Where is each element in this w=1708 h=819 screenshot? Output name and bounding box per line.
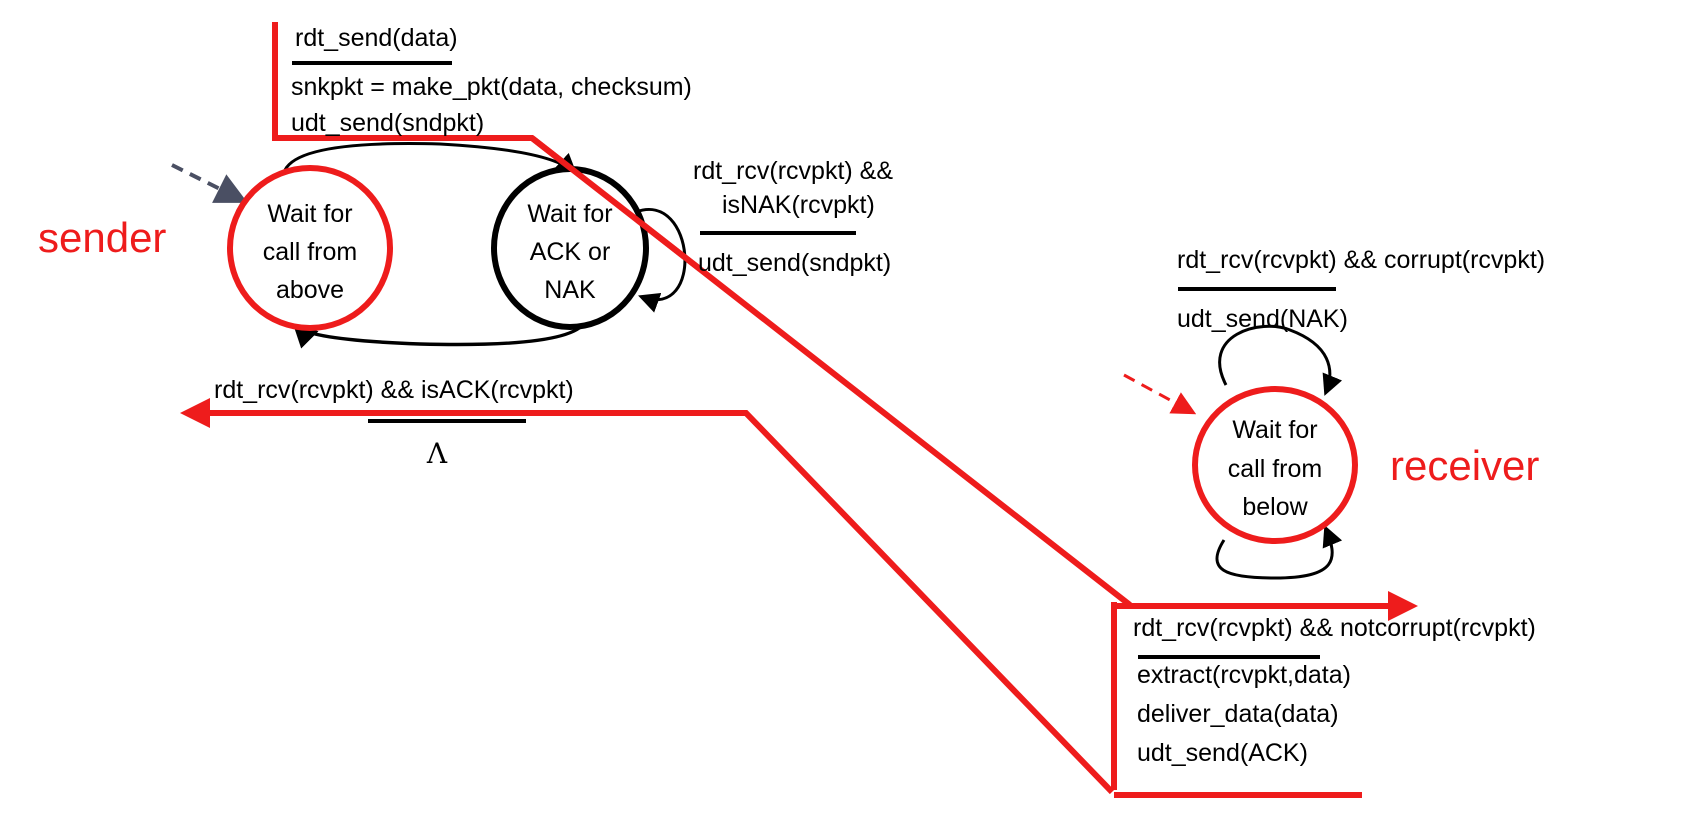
bottom-self-loop	[1215, 525, 1343, 580]
state-line: Wait for	[1232, 416, 1317, 444]
transition-event: rdt_rcv(rcvpkt) && notcorrupt(rcvpkt)	[1133, 614, 1536, 642]
transition-action: udt_send(ACK)	[1137, 739, 1308, 767]
transition-event: rdt_send(data)	[295, 24, 458, 52]
transition-rdt-send: rdt_send(data) snkpkt = make_pkt(data, c…	[291, 24, 692, 137]
initial-arrow-receiver	[1123, 373, 1197, 415]
transition-action: Λ	[426, 437, 448, 470]
transition-action: snkpkt = make_pkt(data, checksum)	[291, 73, 692, 101]
state-line: Wait for	[527, 200, 612, 228]
highlight-path-ack	[180, 398, 1115, 795]
state-wait-ack-or-nak: Wait for ACK or NAK	[491, 166, 649, 330]
state-line: call from	[1228, 455, 1322, 483]
transition-action: udt_send(sndpkt)	[291, 109, 484, 137]
transition-ack: rdt_rcv(rcvpkt) && isACK(rcvpkt) Λ	[214, 376, 574, 470]
transition-notcorrupt: rdt_rcv(rcvpkt) && notcorrupt(rcvpkt) ex…	[1133, 614, 1536, 767]
state-line: call from	[263, 238, 357, 266]
sender-label: sender	[38, 214, 166, 261]
transition-event: rdt_rcv(rcvpkt) && isACK(rcvpkt)	[214, 376, 574, 404]
state-line: ACK or	[530, 238, 611, 266]
corrupt-self-loop	[1218, 324, 1343, 396]
transition-action: udt_send(sndpkt)	[698, 249, 891, 277]
highlight-path-send-overlay	[530, 135, 702, 272]
transition-action: extract(rcvpkt,data)	[1137, 661, 1351, 689]
state-wait-call-from-above: Wait for call from above	[227, 165, 393, 331]
receiver-label: receiver	[1390, 442, 1539, 489]
state-line: below	[1242, 493, 1308, 521]
transition-event: rdt_rcv(rcvpkt) && corrupt(rcvpkt)	[1177, 246, 1545, 274]
state-wait-call-from-below: Wait for call from below	[1192, 386, 1358, 544]
state-line: above	[276, 276, 344, 304]
arc-above-to-acknak	[283, 142, 578, 175]
state-line: NAK	[544, 276, 596, 304]
transition-corrupt: rdt_rcv(rcvpkt) && corrupt(rcvpkt) udt_s…	[1177, 246, 1545, 333]
transition-event: isNAK(rcvpkt)	[722, 191, 875, 219]
highlight-path-send	[272, 22, 1132, 608]
arc-acknak-to-above	[292, 320, 587, 349]
transition-action: deliver_data(data)	[1137, 700, 1339, 728]
state-line: Wait for	[267, 200, 352, 228]
transition-event: rdt_rcv(rcvpkt) &&	[693, 157, 893, 185]
initial-arrow-sender	[171, 163, 248, 203]
transition-action: udt_send(NAK)	[1177, 305, 1348, 333]
transition-nak: rdt_rcv(rcvpkt) && isNAK(rcvpkt) udt_sen…	[693, 157, 893, 277]
